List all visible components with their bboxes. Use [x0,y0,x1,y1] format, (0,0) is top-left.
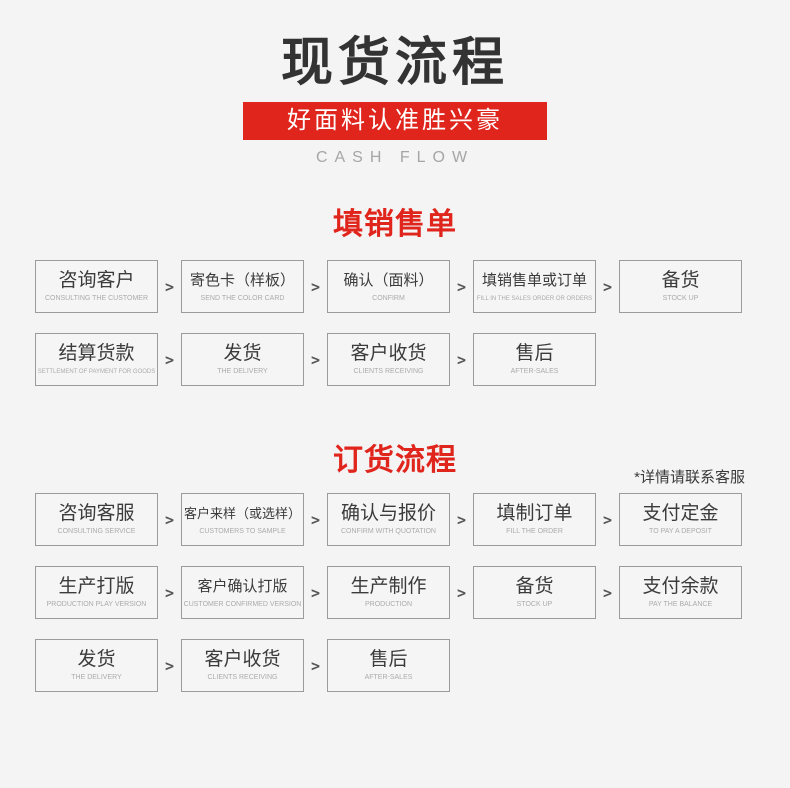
arrow-right-icon: > [456,350,467,369]
arrow-right-icon: > [164,277,175,296]
arrow-right-icon: > [456,583,467,602]
step-after-sales: 售后 AFTER-SALES [327,639,450,692]
step-delivery: 发货 THE DELIVERY [181,333,304,386]
step-title: 客户收货 [350,343,427,364]
section2-heading-area: 订货流程 *详情请联系客服 [0,443,790,486]
arrow-right-icon: > [456,510,467,529]
step-title: 备货 [515,576,554,597]
step-confirm-quotation: 确认与报价 CONFIRM WITH QUOTATION [327,493,450,546]
step-caption: PRODUCTION [364,601,413,608]
step-stock-up: 备货 STOCK UP [619,260,742,313]
contact-service-note: *详情请联系客服 [634,469,745,486]
step-caption: FILL THE ORDER [506,528,563,535]
step-caption: PAY THE BALANCE [648,601,713,608]
arrow-right-icon: > [602,277,613,296]
step-caption: THE DELIVERY [217,368,268,375]
step-clients-receiving: 客户收货 CLIENTS RECEIVING [327,333,450,386]
step-title: 售后 [515,343,554,364]
step-caption: CLIENTS RECEIVING [207,674,278,681]
section2-flow: 咨询客服 CONSULTING SERVICE > 客户来样（或选样） CUST… [35,493,755,692]
step-title: 支付余款 [642,576,719,597]
step-caption: CONFIRM [372,295,405,302]
step-caption: CUSTOMERS TO SAMPLE [199,528,286,535]
step-title: 售后 [369,649,408,670]
step-clients-receiving: 客户收货 CLIENTS RECEIVING [181,639,304,692]
section1-flow: 咨询客户 CONSULTING THE CUSTOMER > 寄色卡（样板） S… [35,260,755,386]
step-customer-sample: 客户来样（或选样） CUSTOMERS TO SAMPLE [181,493,304,546]
step-stock-up: 备货 STOCK UP [473,566,596,619]
step-title: 生产打版 [58,576,135,597]
step-caption: TO PAY A DEPOSIT [649,528,712,535]
step-title: 客户来样（或选样） [183,506,301,521]
brand-banner: 好面料认准胜兴豪 [243,102,547,140]
step-title: 寄色卡（样板） [189,272,295,289]
step-customer-confirm-pattern: 客户确认打版 CUSTOMER CONFIRMED VERSION [181,566,304,619]
step-caption: AFTER-SALES [510,368,559,375]
flow-row: 咨询客户 CONSULTING THE CUSTOMER > 寄色卡（样板） S… [35,260,755,313]
arrow-right-icon: > [164,583,175,602]
step-settlement: 结算货款 SETTLEMENT OF PAYMENT FOR GOODS [35,333,158,386]
step-caption: STOCK UP [516,601,553,608]
step-caption: FILL IN THE SALES ORDER OR ORDERS [476,296,593,302]
step-caption: CLIENTS RECEIVING [353,368,424,375]
step-title: 填制订单 [496,503,573,524]
arrow-right-icon: > [310,350,321,369]
step-title: 生产制作 [350,576,427,597]
arrow-right-icon: > [310,510,321,529]
step-confirm-fabric: 确认（面料） CONFIRM [327,260,450,313]
arrow-right-icon: > [310,656,321,675]
step-title: 客户收货 [204,649,281,670]
arrow-right-icon: > [310,277,321,296]
flow-row: 发货 THE DELIVERY > 客户收货 CLIENTS RECEIVING… [35,639,755,692]
arrow-right-icon: > [164,656,175,675]
arrow-right-icon: > [456,277,467,296]
step-caption: CONSULTING THE CUSTOMER [44,295,149,302]
step-title: 客户确认打版 [197,578,288,595]
step-caption: CONFIRM WITH QUOTATION [340,528,436,535]
step-caption: THE DELIVERY [71,674,122,681]
step-fill-order: 填制订单 FILL THE ORDER [473,493,596,546]
step-caption: CONSULTING SERVICE [57,528,136,535]
step-title: 结算货款 [58,343,135,364]
arrow-right-icon: > [164,350,175,369]
step-delivery: 发货 THE DELIVERY [35,639,158,692]
step-title: 填销售单或订单 [481,272,587,289]
step-after-sales: 售后 AFTER-SALES [473,333,596,386]
flow-row: 咨询客服 CONSULTING SERVICE > 客户来样（或选样） CUST… [35,493,755,546]
step-title: 咨询客户 [58,270,135,291]
step-title: 咨询客服 [58,503,135,524]
step-caption: STOCK UP [662,295,699,302]
step-fill-sales-order: 填销售单或订单 FILL IN THE SALES ORDER OR ORDER… [473,260,596,313]
step-send-color-card: 寄色卡（样板） SEND THE COLOR CARD [181,260,304,313]
flow-row: 生产打版 PRODUCTION PLAY VERSION > 客户确认打版 CU… [35,566,755,619]
page-title: 现货流程 [280,34,509,92]
section1-heading: 填销售单 [333,208,457,241]
arrow-right-icon: > [602,583,613,602]
step-consult-customer: 咨询客户 CONSULTING THE CUSTOMER [35,260,158,313]
step-pay-balance: 支付余款 PAY THE BALANCE [619,566,742,619]
page-subtitle: CASH FLOW [315,149,475,166]
section2-heading: 订货流程 [333,444,457,477]
arrow-right-icon: > [310,583,321,602]
step-title: 确认与报价 [340,503,436,524]
step-title: 备货 [661,270,700,291]
step-title: 确认（面料） [343,272,434,289]
step-caption: AFTER-SALES [364,674,413,681]
step-production-pattern: 生产打版 PRODUCTION PLAY VERSION [35,566,158,619]
arrow-right-icon: > [164,510,175,529]
step-caption: CUSTOMER CONFIRMED VERSION [183,601,302,608]
step-title: 支付定金 [642,503,719,524]
step-caption: PRODUCTION PLAY VERSION [46,601,147,608]
step-caption: SETTLEMENT OF PAYMENT FOR GOODS [37,369,156,375]
arrow-right-icon: > [602,510,613,529]
step-production: 生产制作 PRODUCTION [327,566,450,619]
step-title: 发货 [77,649,116,670]
step-title: 发货 [223,343,262,364]
flow-row: 结算货款 SETTLEMENT OF PAYMENT FOR GOODS > 发… [35,333,755,386]
step-pay-deposit: 支付定金 TO PAY A DEPOSIT [619,493,742,546]
step-caption: SEND THE COLOR CARD [200,295,285,302]
step-consult-service: 咨询客服 CONSULTING SERVICE [35,493,158,546]
